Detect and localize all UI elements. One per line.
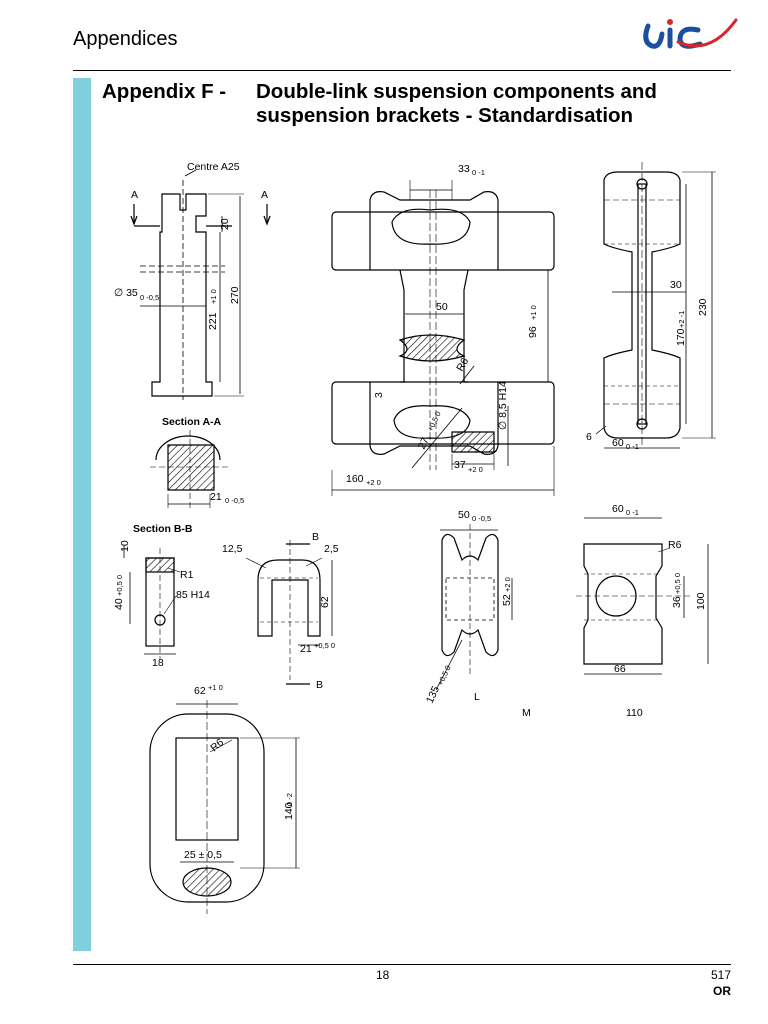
dim-27-tol: +0,5 0 [426, 410, 443, 433]
dim-3: 3 [373, 392, 385, 398]
dim-37-tol: +2 0 [468, 465, 483, 474]
u-bracket-view [245, 540, 333, 685]
detail-m-view [576, 517, 709, 675]
dim-140-tol: 0 -2 [285, 793, 294, 806]
dim-21-tol: 0 -0,5 [225, 496, 244, 505]
dim-33-tol: 0 -1 [472, 168, 485, 177]
dim-r6-m: R6 [668, 539, 682, 551]
footer-rule [73, 964, 731, 965]
dim-12-5: 12,5 [222, 543, 243, 555]
dim-170-tol: +2 -1 [677, 311, 686, 328]
appendix-title: Appendix F - Double-link suspension compo… [102, 80, 657, 128]
dim-10: 10 [119, 540, 131, 552]
dim-160-tol: +2 0 [366, 478, 381, 487]
dim-66: 66 [614, 663, 626, 675]
section-b-b [123, 546, 181, 660]
dim-27: 27 [416, 435, 432, 451]
cut-b-bottom-label: B [316, 679, 323, 691]
section-aa-label: Section A-A [162, 416, 222, 428]
dim-170: 170 [675, 328, 687, 346]
section-bb-label: Section B-B [133, 523, 193, 535]
dim-36-tol: +0,5 0 [673, 573, 682, 594]
dim-62-shackle-tol: +1 0 [208, 683, 223, 692]
dim-21: 21 [210, 491, 222, 503]
dim-221: 221 [207, 312, 219, 330]
title-line-1: Double-link suspension components and [256, 80, 657, 103]
detail-m-label: M [522, 707, 531, 719]
dim-dia35-tol: 0 -0,5 [140, 293, 159, 302]
uic-logo [643, 18, 738, 49]
dim-20: 20 [219, 218, 231, 230]
dim-62-shackle: 62 [194, 685, 206, 697]
dim-60-link-tol: 0 -1 [626, 442, 639, 451]
dim-21-bracket-tol: +0,5 0 [314, 641, 335, 650]
dim-50-l-tol: 0 -0,5 [472, 514, 491, 523]
dim-30: 30 [670, 279, 682, 291]
section-header: Appendices [73, 28, 178, 50]
shackle-view [149, 700, 300, 914]
dim-60-m: 60 [612, 503, 624, 515]
centre-label: Centre A25 [187, 161, 240, 173]
dim-270: 270 [229, 286, 241, 304]
leaflet-number: 517 [710, 968, 731, 982]
dim-135-tol: +0,5 0 [436, 664, 453, 687]
detail-l-view [435, 524, 513, 691]
detail-l-label: L [474, 691, 480, 703]
dim-62: 62 [319, 596, 331, 608]
dim-r6-link: R6 [454, 356, 471, 374]
dim-21-bracket: 21 [300, 643, 312, 655]
link-side-view [595, 162, 716, 449]
dim-r1: R1 [180, 569, 194, 581]
dim-50-l: 50 [458, 509, 470, 521]
cut-a-right-label: A [261, 189, 268, 201]
dim-50: 50 [436, 301, 448, 313]
title-line-2: suspension brackets - Standardisation [256, 104, 634, 127]
dim-52-tol: +2 0 [503, 577, 512, 592]
dim-230: 230 [697, 298, 709, 316]
cut-a-left-label: A [131, 189, 138, 201]
dim-160: 160 [346, 473, 364, 485]
dim-18: 18 [152, 657, 164, 669]
dim-85h14: 85 H14 [176, 589, 210, 601]
dim-96: 96 [527, 326, 539, 338]
double-link-view [331, 180, 555, 496]
pin-view [130, 169, 271, 400]
dim-40: 40 [113, 598, 125, 610]
header-rule [73, 70, 731, 71]
appendix-label: Appendix F - [102, 80, 227, 103]
dim-52: 52 [501, 594, 513, 606]
dim-dia85h14: ∅ 8,5 H14 [497, 381, 509, 430]
dim-135: 135 [424, 684, 442, 705]
sidebar-accent-bar [73, 78, 91, 951]
dim-100: 100 [695, 592, 707, 610]
dim-25-pm: 25 ± 0,5 [184, 849, 222, 861]
page-number: 18 [376, 968, 390, 982]
detail-110-label: 110 [626, 707, 643, 719]
dim-221-tol: +1 0 [209, 289, 218, 304]
dim-37: 37 [454, 459, 466, 471]
dim-dia35: ∅ 35 [114, 287, 138, 299]
dim-6: 6 [586, 431, 592, 443]
dim-60-link: 60 [612, 437, 624, 449]
dim-2-5: 2,5 [324, 543, 339, 555]
dim-96-tol: +1 0 [529, 305, 538, 320]
dim-33: 33 [458, 163, 470, 175]
dim-36: 36 [671, 596, 683, 608]
cut-b-top-label: B [312, 531, 319, 543]
leaflet-status: OR [713, 984, 731, 998]
dim-40-tol: +0,5 0 [115, 575, 124, 596]
dim-60-m-tol: 0 -1 [626, 508, 639, 517]
section-a-a [150, 430, 228, 510]
dim-140: 140 [283, 802, 295, 820]
